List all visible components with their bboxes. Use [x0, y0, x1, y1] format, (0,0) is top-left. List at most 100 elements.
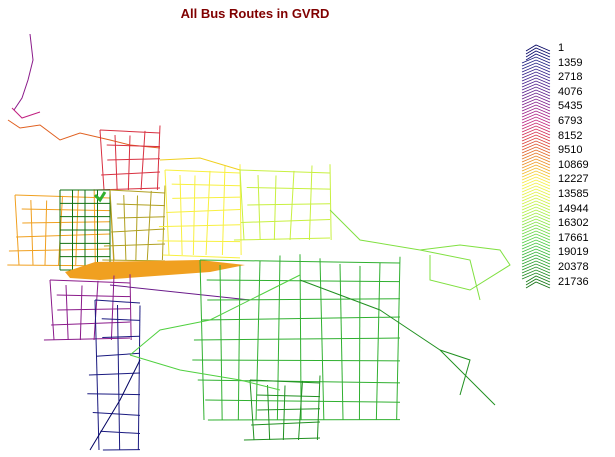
- legend-swatch: [521, 128, 551, 136]
- bus-route: [282, 385, 286, 441]
- legend-swatch: [521, 119, 551, 127]
- bus-route: [101, 171, 161, 176]
- legend-swatch: [521, 176, 551, 184]
- bus-route: [137, 305, 141, 451]
- bus-route: [249, 379, 255, 441]
- bus-route: [22, 221, 111, 224]
- legend-label: 8152: [558, 129, 583, 142]
- bus-route: [172, 196, 241, 199]
- bus-route: [117, 305, 121, 451]
- legend-swatch: [521, 116, 551, 124]
- legend-label: 14944: [558, 202, 589, 215]
- bus-route: [101, 318, 141, 321]
- bus-route: [146, 190, 152, 261]
- bus-route: [199, 259, 401, 264]
- bus-route: [93, 280, 99, 341]
- bus-route: [7, 119, 161, 149]
- legend-swatch: [525, 275, 551, 283]
- legend-swatch: [521, 152, 551, 160]
- bus-route: [205, 399, 401, 403]
- bus-route: [129, 274, 132, 341]
- legend-swatch: [521, 167, 551, 175]
- bus-route: [107, 158, 161, 161]
- legend-swatch: [521, 113, 551, 121]
- bus-route: [439, 349, 471, 396]
- bus-route: [193, 337, 401, 341]
- legend-swatch: [521, 188, 551, 196]
- bus-route: [109, 189, 166, 194]
- bus-route: [256, 394, 321, 398]
- bus-route: [65, 285, 69, 341]
- legend-swatch: [521, 146, 551, 154]
- legend-label: 16302: [558, 217, 589, 230]
- bus-route: [375, 262, 381, 421]
- legend-label: 2718: [558, 71, 583, 84]
- legend-label: 1: [558, 42, 565, 54]
- bus-route: [233, 237, 331, 241]
- legend-swatch: [521, 125, 551, 133]
- legend-label: 10869: [558, 158, 589, 171]
- legend-swatch: [525, 281, 551, 289]
- legend-swatch: [521, 56, 551, 64]
- legend-swatch: [521, 215, 551, 223]
- legend-swatch: [521, 164, 551, 172]
- bus-route: [243, 437, 321, 441]
- legend-swatch: [521, 260, 551, 268]
- legend-swatch: [521, 263, 551, 271]
- bus-route: [93, 189, 96, 266]
- bus-route: [197, 379, 401, 384]
- bus-route: [156, 125, 161, 191]
- bus-route: [106, 144, 161, 148]
- bus-route: [99, 129, 161, 134]
- legend-swatch: [521, 203, 551, 211]
- bus-route: [179, 175, 183, 256]
- bus-route: [329, 209, 511, 291]
- bus-route: [116, 203, 166, 207]
- legend-swatch: [521, 173, 551, 181]
- legend-label: 13585: [558, 188, 589, 200]
- legend-swatch: [525, 50, 551, 58]
- bus-route: [49, 279, 131, 284]
- bus-route: [162, 254, 241, 259]
- bus-route: [157, 240, 241, 243]
- legend-swatch: [521, 248, 551, 256]
- legend-swatch: [521, 98, 551, 106]
- bus-route: [14, 194, 20, 266]
- bus-route: [308, 165, 313, 241]
- legend-swatch: [521, 194, 551, 202]
- bus-route: [111, 228, 166, 233]
- legend-swatch: [521, 179, 551, 187]
- bus-route: [166, 209, 241, 213]
- legend-swatch: [521, 62, 551, 70]
- legend-swatch: [521, 209, 551, 217]
- legend-swatch: [521, 224, 551, 232]
- bus-route: [316, 375, 321, 441]
- bus-route: [89, 359, 141, 451]
- legend-swatch: [521, 218, 551, 226]
- legend-label: 1359: [558, 56, 583, 69]
- legend-label: 9510: [558, 144, 583, 157]
- bus-route: [255, 260, 261, 421]
- bus-route: [267, 385, 271, 441]
- legend-swatch: [521, 230, 551, 238]
- bus-route: [158, 224, 241, 228]
- bus-route: [159, 157, 241, 171]
- legend-swatch: [521, 197, 551, 205]
- legend-swatch: [521, 257, 551, 265]
- bus-route: [30, 200, 34, 266]
- bus-route: [339, 263, 344, 421]
- bus-route: [109, 189, 115, 261]
- bus-route: [299, 254, 302, 421]
- legend-swatch: [521, 137, 551, 145]
- bus-route: [358, 265, 361, 421]
- legend-swatch: [525, 47, 551, 55]
- legend-swatch: [521, 74, 551, 82]
- legend-swatch: [521, 245, 551, 253]
- legend-swatch: [521, 233, 551, 241]
- legend-swatch: [525, 53, 551, 61]
- legend-label: 12227: [558, 173, 589, 186]
- bus-route: [207, 298, 401, 301]
- bus-route: [161, 185, 166, 261]
- bus-route: [247, 203, 331, 206]
- bus-route: [103, 243, 166, 247]
